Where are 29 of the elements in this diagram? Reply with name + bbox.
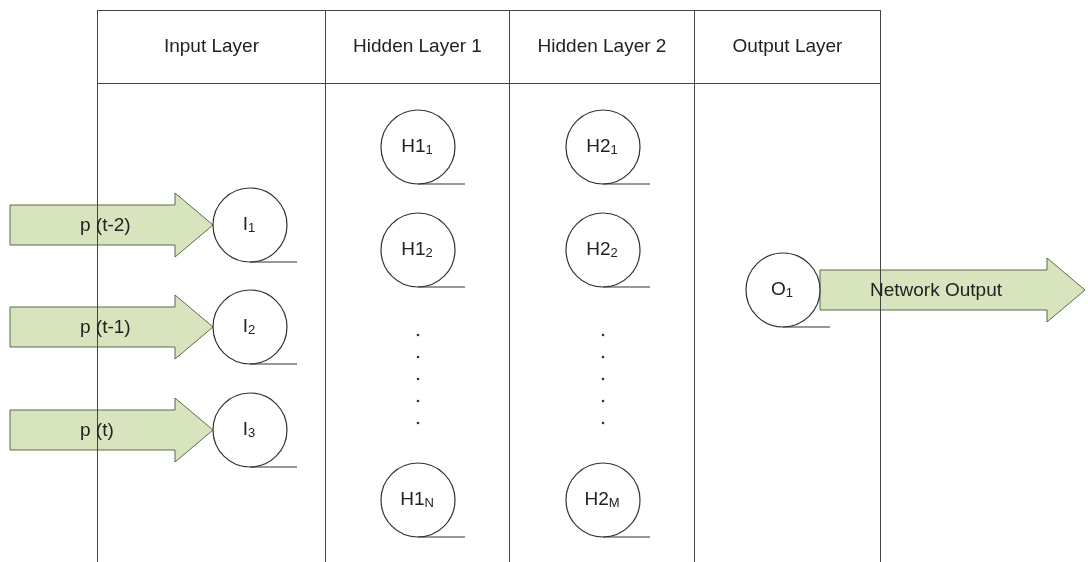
- neuron-label: H1$_{N}$: [399, 488, 435, 512]
- layer-column: [97, 10, 326, 562]
- column-header: Hidden Layer 1: [352, 35, 483, 57]
- column-header: Output Layer: [731, 35, 844, 57]
- neuron-label: I$_{2}$: [241, 315, 257, 339]
- neuron-circle: [380, 212, 466, 288]
- neuron-label: I$_{1}$: [241, 213, 257, 237]
- neuron-circle: [212, 289, 298, 365]
- neuron-label: H2$_{2}$: [585, 238, 619, 262]
- neuron-circle: [212, 392, 298, 468]
- neuron-circle: [565, 109, 651, 185]
- block-arrow: [9, 192, 214, 258]
- block-arrow: [9, 294, 214, 360]
- neuron-circle: [380, 109, 466, 185]
- neuron-circle: [565, 212, 651, 288]
- neuron-label: H2$_{1}$: [585, 135, 619, 159]
- neuron-label: I$_{3}$: [241, 418, 257, 442]
- neuron-circle: [212, 187, 298, 263]
- block-arrow: [9, 397, 214, 463]
- column-header: Input Layer: [162, 35, 261, 57]
- block-arrow: [819, 257, 1086, 323]
- neuron-circle: [565, 462, 651, 538]
- neuron-label: O$_{1}$: [770, 278, 794, 302]
- column-header: Hidden Layer 2: [536, 35, 668, 57]
- neuron-label: H1$_{1}$: [400, 135, 434, 159]
- neuron-label: H1$_{2}$: [400, 238, 434, 262]
- neuron-label: H2$_{M}$: [583, 488, 621, 512]
- neuron-circle: [745, 252, 831, 328]
- neuron-circle: [380, 462, 466, 538]
